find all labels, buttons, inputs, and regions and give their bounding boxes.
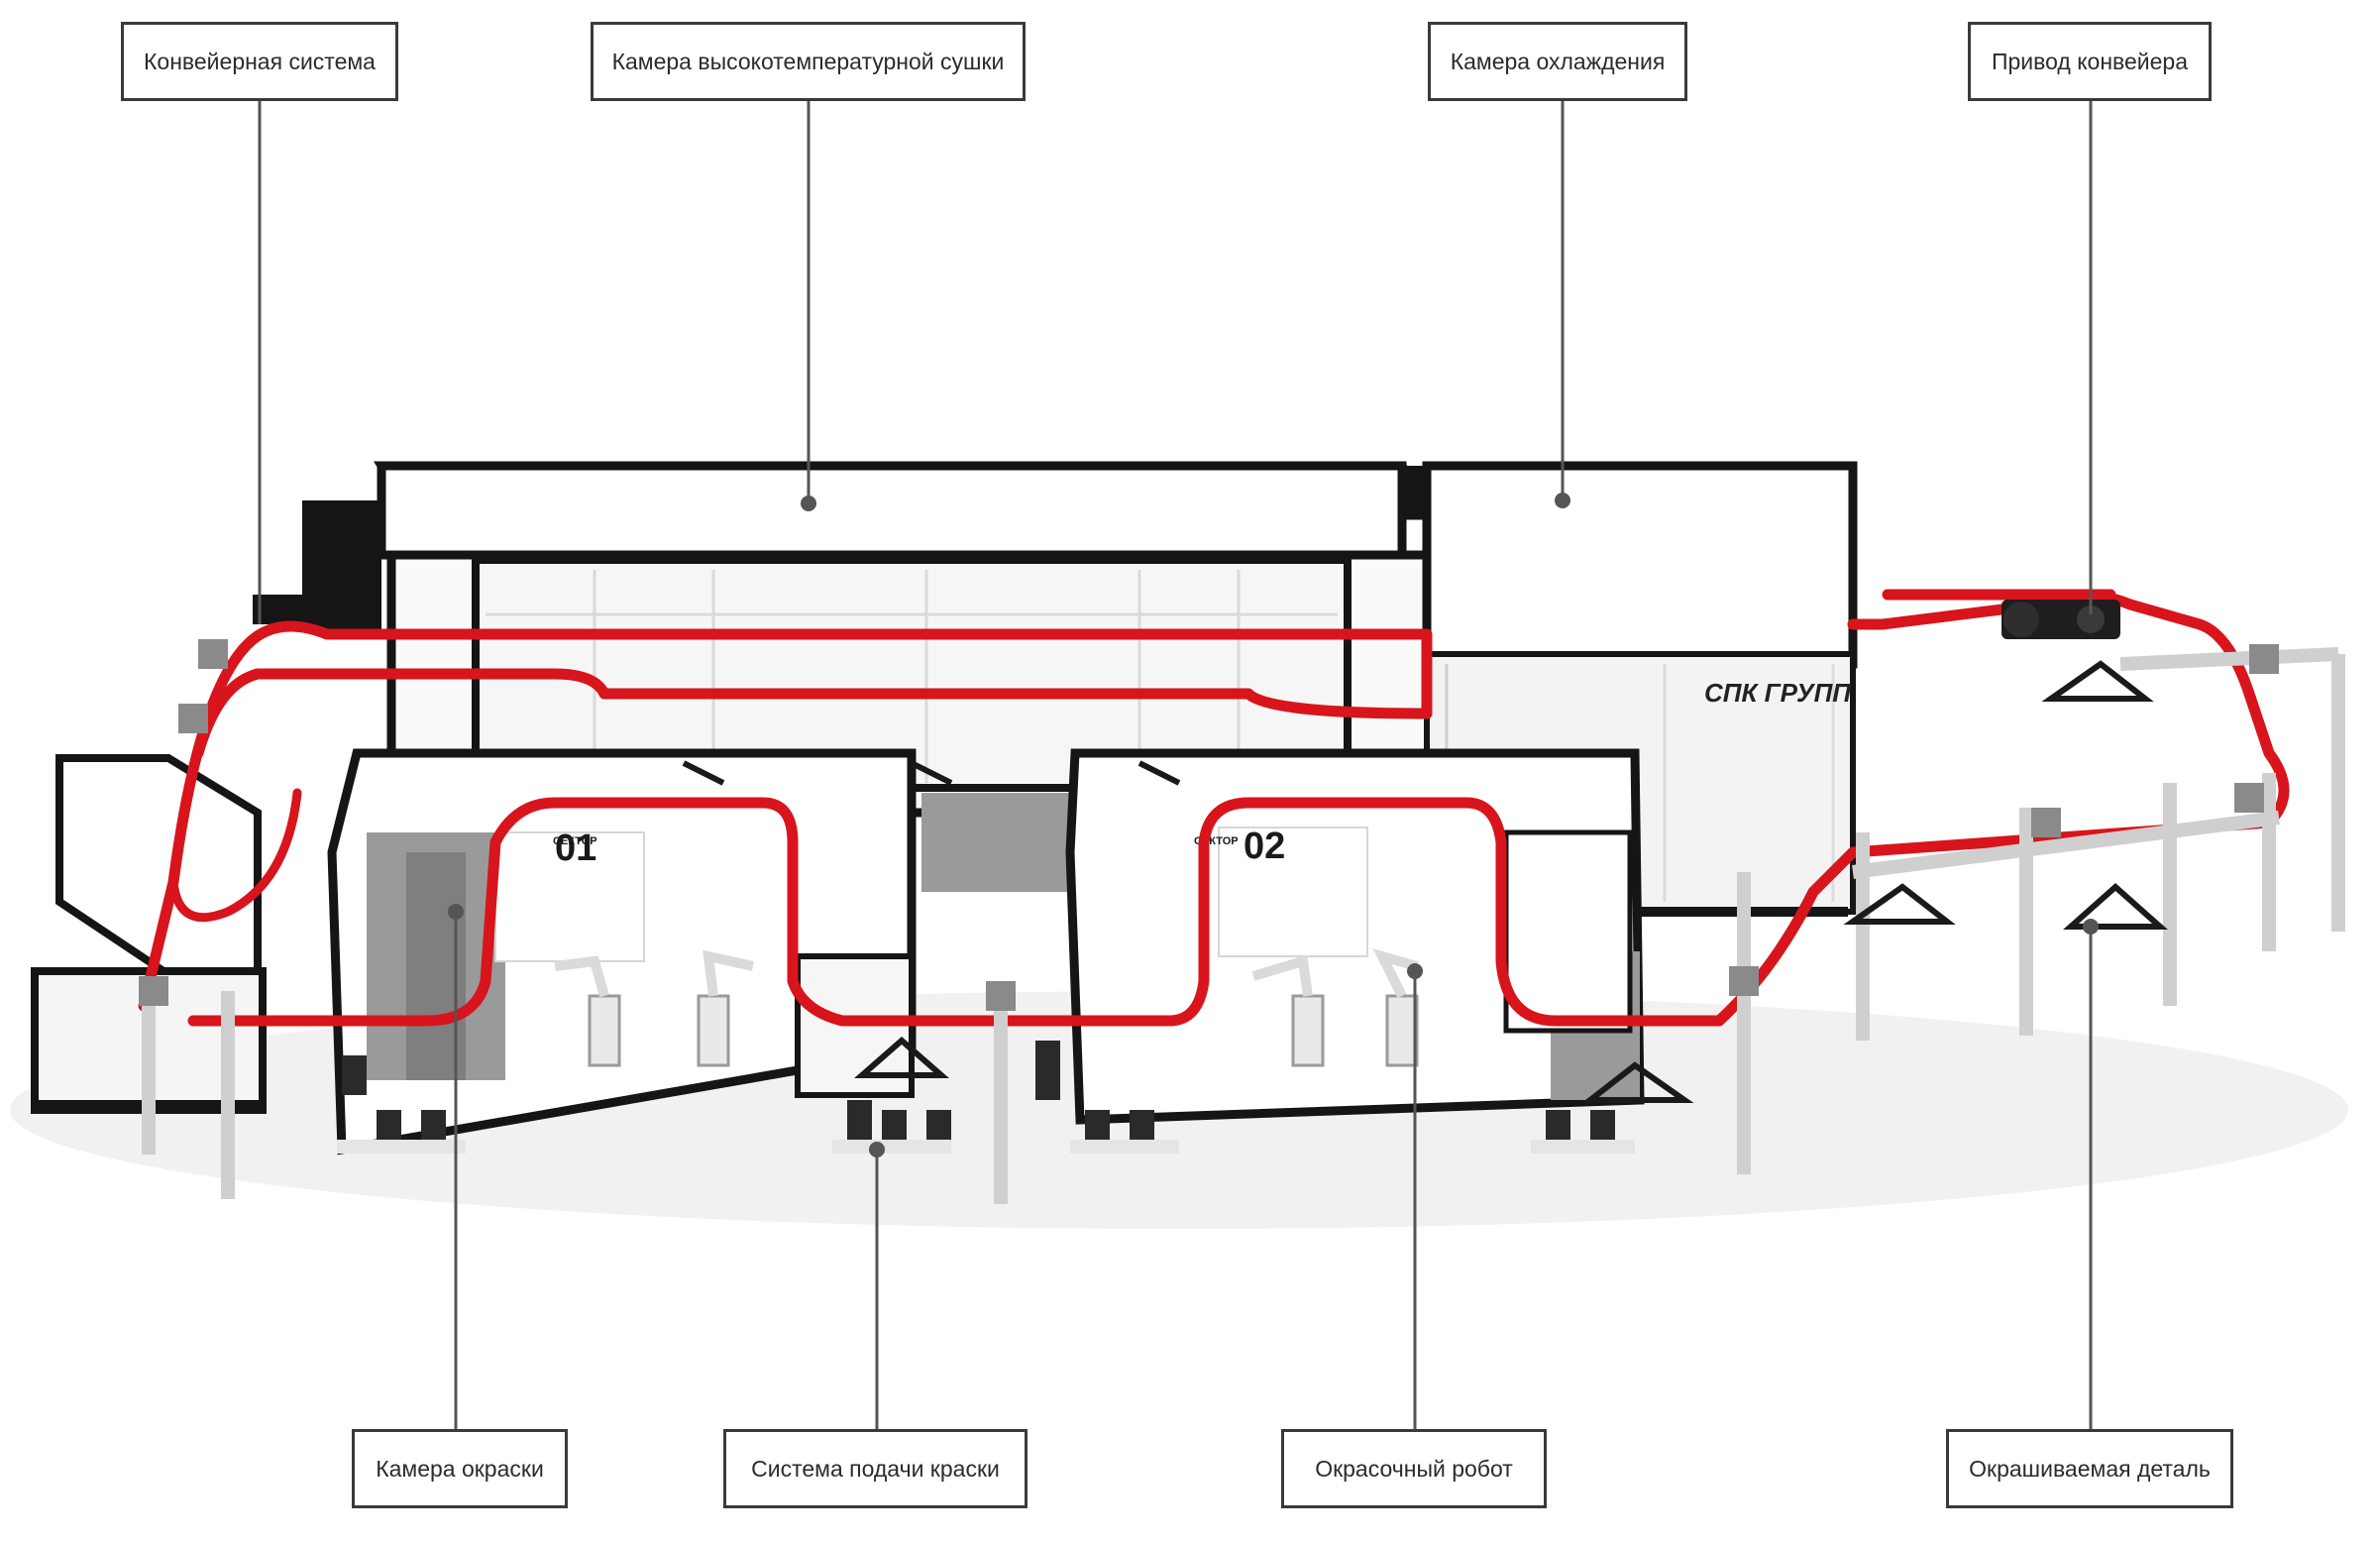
sector-label-1: СЕКТОР	[553, 835, 597, 847]
conveyor-rail	[138, 589, 2290, 1027]
hanging-parts	[682, 660, 2168, 1103]
callout-drying-chamber: Камера высокотемпературной сушки	[591, 22, 1026, 101]
callout-painting-robot: Окрасочный робот	[1281, 1429, 1547, 1508]
callout-cooling-chamber: Камера охлаждения	[1428, 22, 1687, 101]
booth-number-2: 02	[1244, 826, 1285, 867]
painting-booth-1: 01 СЕКТОР	[327, 748, 917, 1156]
brand-sign: СПК ГРУПП	[1704, 678, 1852, 708]
callout-painted-part: Окрашиваемая деталь	[1946, 1429, 2233, 1508]
booth-number-1: 01	[555, 827, 596, 869]
floor-pallets	[337, 1140, 1635, 1154]
leader-dots	[448, 493, 2099, 1157]
conveyor-drive	[2001, 600, 2120, 639]
painting-robots	[554, 948, 1419, 1067]
callout-paint-supply: Система подачи краски	[723, 1429, 1028, 1508]
leader-lines	[258, 101, 2093, 1429]
support-structure	[142, 647, 2345, 1204]
callout-conveyor-system: Конвейерная система	[121, 22, 398, 101]
rail-brackets	[139, 639, 2279, 1011]
callout-conveyor-drive: Привод конвейера	[1968, 22, 2212, 101]
callout-painting-booth: Камера окраски	[352, 1429, 568, 1508]
